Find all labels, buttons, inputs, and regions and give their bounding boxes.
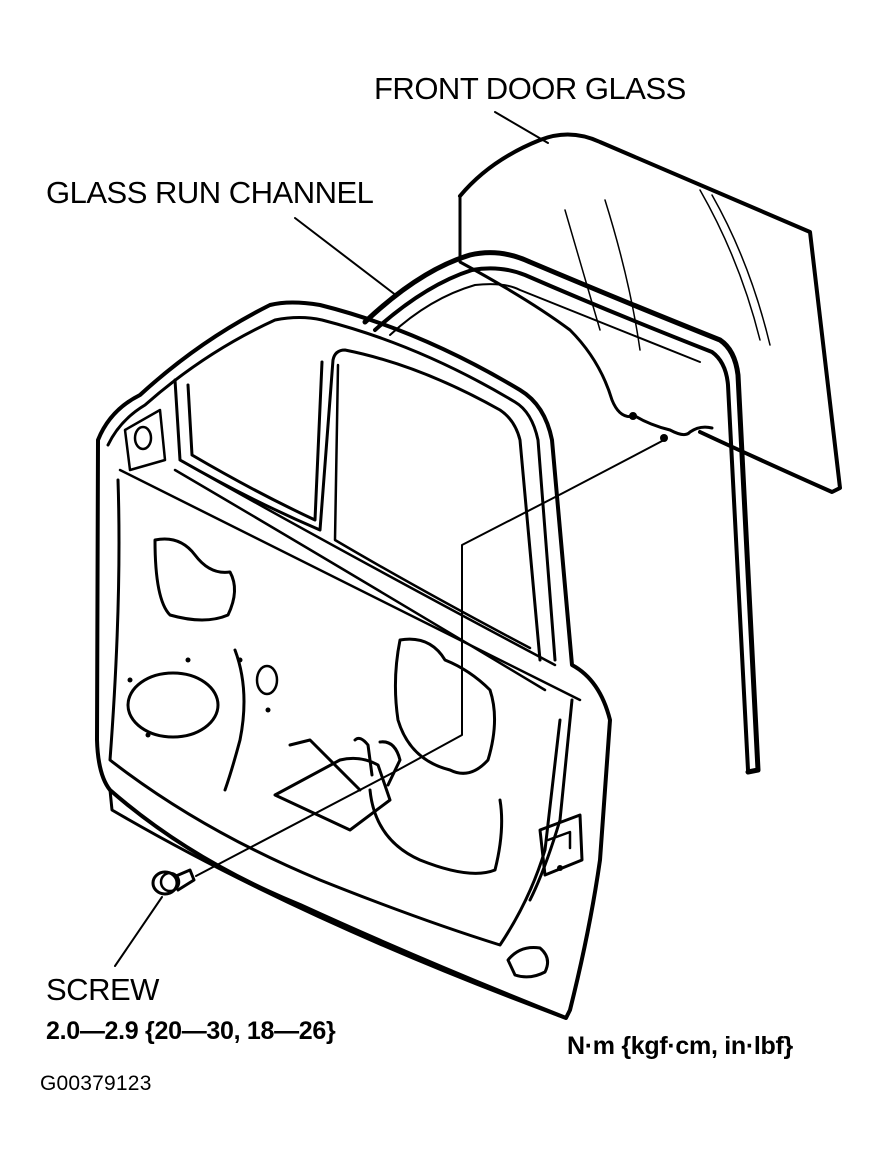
door-check-knob — [506, 946, 550, 979]
torque-units: N·m {kgf·cm, in·lbf} — [567, 1032, 793, 1060]
front-door-panel — [95, 300, 612, 1020]
leader-glass-run-channel — [294, 217, 398, 297]
glass-bolt-hole — [629, 412, 637, 420]
leader-screw — [114, 896, 163, 967]
screw-torque-spec: 2.0—2.9 {20—30, 18—26} — [46, 1017, 336, 1045]
figure-id: G00379123 — [40, 1072, 152, 1095]
mirror-mount-hole — [133, 425, 153, 451]
assembly-lines — [114, 111, 665, 967]
speaker-hole — [126, 671, 220, 739]
screw — [151, 868, 196, 896]
service-hole-rear — [393, 637, 497, 775]
front-door-glass — [458, 132, 842, 494]
label-screw: SCREW — [46, 972, 159, 1007]
label-glass-run-channel: GLASS RUN CHANNEL — [46, 175, 374, 210]
service-hole-upper — [153, 537, 236, 622]
regulator-bracket — [273, 756, 392, 832]
leader-front-door-glass — [494, 111, 549, 144]
glass-run-channel — [362, 250, 761, 775]
label-front-door-glass: FRONT DOOR GLASS — [374, 71, 686, 106]
hinge-bracket — [538, 813, 584, 877]
